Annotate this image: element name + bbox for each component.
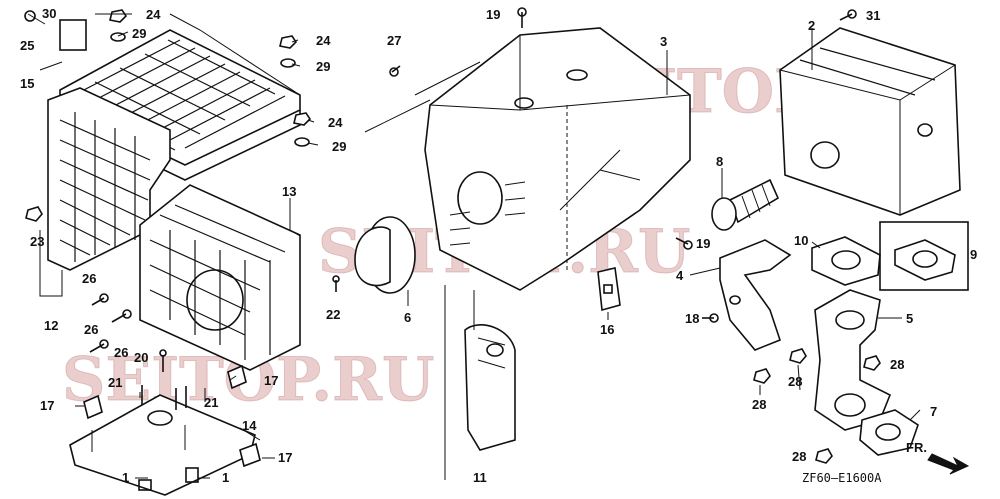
callout-26-b: 26 bbox=[84, 322, 98, 337]
callout-28-d: 28 bbox=[792, 449, 806, 464]
callout-29-c: 29 bbox=[332, 139, 346, 154]
callout-20: 20 bbox=[134, 350, 148, 365]
part-11-exhaust-deflector bbox=[464, 324, 516, 451]
part-16-bracket bbox=[597, 267, 621, 312]
front-direction-label: FR. bbox=[906, 440, 927, 455]
hardware-fasteners bbox=[24, 7, 881, 468]
part-10-gasket bbox=[811, 236, 881, 286]
callout-4: 4 bbox=[676, 268, 684, 283]
callout-5: 5 bbox=[906, 311, 913, 326]
part-6-exhaust-cap bbox=[354, 216, 416, 294]
callout-17-c: 17 bbox=[278, 450, 292, 465]
callout-24-a: 24 bbox=[146, 7, 161, 22]
front-direction-indicator: FR. bbox=[906, 440, 970, 475]
callout-8: 8 bbox=[716, 154, 723, 169]
callout-11: 11 bbox=[473, 470, 487, 485]
callout-6: 6 bbox=[404, 310, 411, 325]
callout-17-a: 17 bbox=[40, 398, 54, 413]
callout-24-b: 24 bbox=[316, 33, 331, 48]
callout-16: 16 bbox=[600, 322, 614, 337]
part-5-exhaust-elbow bbox=[814, 289, 892, 431]
callout-19-b: 19 bbox=[696, 236, 710, 251]
part-7-gasket bbox=[859, 409, 919, 456]
callout-2: 2 bbox=[808, 18, 815, 33]
callout-26-c: 26 bbox=[114, 345, 128, 360]
callout-18: 18 bbox=[685, 311, 699, 326]
callout-21-a: 21 bbox=[108, 375, 122, 390]
callout-28-a: 28 bbox=[788, 374, 802, 389]
front-direction-arrow-icon bbox=[927, 453, 970, 475]
callout-28-b: 28 bbox=[752, 397, 766, 412]
diagram-code: ZF60—E1600A bbox=[802, 471, 882, 485]
callout-labels: 30 25 15 24 29 24 29 24 29 23 12 13 26 2… bbox=[20, 6, 977, 485]
callout-14: 14 bbox=[242, 418, 257, 433]
part-13-cylinder-shroud bbox=[139, 184, 301, 371]
part-2-muffler bbox=[779, 27, 961, 216]
callout-29-a: 29 bbox=[132, 26, 146, 41]
callout-27: 27 bbox=[387, 33, 401, 48]
callout-30: 30 bbox=[42, 6, 56, 21]
callout-13: 13 bbox=[282, 184, 296, 199]
callout-12: 12 bbox=[44, 318, 58, 333]
callout-17-b: 17 bbox=[264, 373, 278, 388]
callout-9: 9 bbox=[970, 247, 977, 262]
callout-1-a: 1 bbox=[122, 470, 129, 485]
callout-15: 15 bbox=[20, 76, 34, 91]
callout-26-a: 26 bbox=[82, 271, 96, 286]
part-4-muffler-stay bbox=[719, 239, 792, 351]
part-9-gasket bbox=[879, 221, 969, 291]
callout-7: 7 bbox=[930, 404, 937, 419]
callout-10: 10 bbox=[794, 233, 808, 248]
callout-29-b: 29 bbox=[316, 59, 330, 74]
leader-lines bbox=[39, 13, 921, 480]
callout-25: 25 bbox=[20, 38, 34, 53]
callout-22: 22 bbox=[326, 307, 340, 322]
callout-19-a: 19 bbox=[486, 7, 500, 22]
callout-24-c: 24 bbox=[328, 115, 343, 130]
callout-1-b: 1 bbox=[222, 470, 229, 485]
part-8-exhaust-pipe bbox=[711, 178, 780, 231]
callout-3: 3 bbox=[660, 34, 667, 49]
part-3-muffler-protector bbox=[424, 27, 691, 291]
callout-28-c: 28 bbox=[890, 357, 904, 372]
callout-21-b: 21 bbox=[204, 395, 218, 410]
callout-31: 31 bbox=[866, 8, 880, 23]
callout-23: 23 bbox=[30, 234, 44, 249]
